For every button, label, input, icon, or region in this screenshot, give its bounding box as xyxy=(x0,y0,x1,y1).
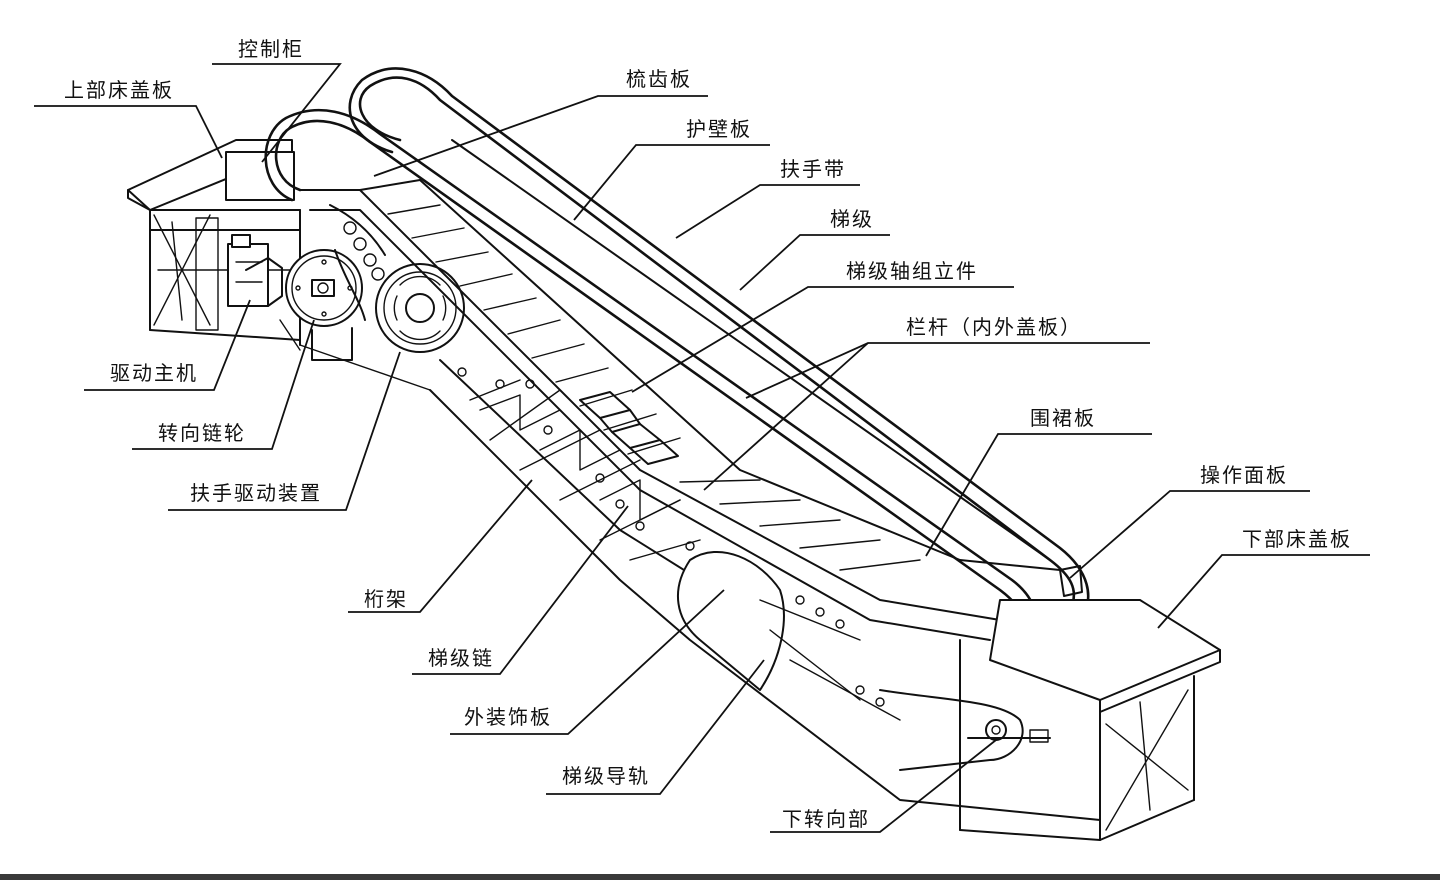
callout-step: 梯级 xyxy=(739,207,890,291)
turning-sprocket-wheel xyxy=(329,204,465,353)
label-drive-main-unit: 驱动主机 xyxy=(110,361,198,385)
callout-handrail-belt: 扶手带 xyxy=(675,157,860,239)
callout-lower-cover-plate: 下部床盖板 xyxy=(1157,527,1370,629)
label-truss: 桁架 xyxy=(364,587,408,611)
label-skirt-panel: 围裙板 xyxy=(1030,406,1096,430)
label-handrail-drive: 扶手驱动装置 xyxy=(190,481,322,505)
label-lower-turning-section: 下转向部 xyxy=(782,807,870,831)
callout-drive-main-unit: 驱动主机 xyxy=(84,299,251,391)
callout-comb-plate: 梳齿板 xyxy=(373,67,708,177)
callout-lower-turning-section: 下转向部 xyxy=(770,739,997,833)
label-operation-panel: 操作面板 xyxy=(1200,463,1288,487)
callout-upper-cover-plate: 上部床盖板 xyxy=(34,78,223,159)
callout-exterior-decorative-panel: 外装饰板 xyxy=(450,589,725,735)
label-control-cabinet: 控制柜 xyxy=(238,37,304,61)
label-step-chain: 梯级链 xyxy=(428,646,494,670)
label-step-axle-assembly: 梯级轴组立件 xyxy=(846,259,978,283)
label-guard-panel: 护壁板 xyxy=(686,117,752,141)
callout-handrail-drive: 扶手驱动装置 xyxy=(168,351,401,511)
label-step-guide-rail: 梯级导轨 xyxy=(562,764,650,788)
callout-balustrade: 栏杆（内外盖板） xyxy=(703,315,1150,491)
truss-structure xyxy=(429,359,1101,821)
callout-control-cabinet: 控制柜 xyxy=(212,37,342,163)
decorative-panel-cutout xyxy=(676,550,901,721)
bottom-rule xyxy=(0,874,1440,880)
step-band xyxy=(299,179,1061,641)
label-lower-cover-plate: 下部床盖板 xyxy=(1242,527,1352,551)
callout-operation-panel: 操作面板 xyxy=(1069,463,1310,579)
label-turning-sprocket: 转向链轮 xyxy=(158,421,246,445)
label-balustrade: 栏杆（内外盖板） xyxy=(906,315,1082,339)
label-comb-plate: 梳齿板 xyxy=(626,67,692,91)
lower-landing xyxy=(879,565,1221,841)
handrail xyxy=(264,67,1090,648)
callout-step-chain: 梯级链 xyxy=(412,505,629,675)
label-exterior-decorative-panel: 外装饰板 xyxy=(464,705,552,729)
label-step: 梯级 xyxy=(830,207,874,231)
callout-guard-panel: 护壁板 xyxy=(573,117,770,221)
callout-skirt-panel: 围裙板 xyxy=(925,406,1152,557)
drive-sprocket xyxy=(279,249,363,361)
callout-step-guide-rail: 梯级导轨 xyxy=(546,659,765,795)
callout-turning-sprocket: 转向链轮 xyxy=(132,319,315,450)
callout-step-axle-assembly: 梯级轴组立件 xyxy=(631,259,1014,393)
label-handrail-belt: 扶手带 xyxy=(780,157,846,181)
label-upper-cover-plate: 上部床盖板 xyxy=(64,78,174,102)
callout-truss: 桁架 xyxy=(348,479,533,613)
escalator-drawing xyxy=(127,67,1221,841)
